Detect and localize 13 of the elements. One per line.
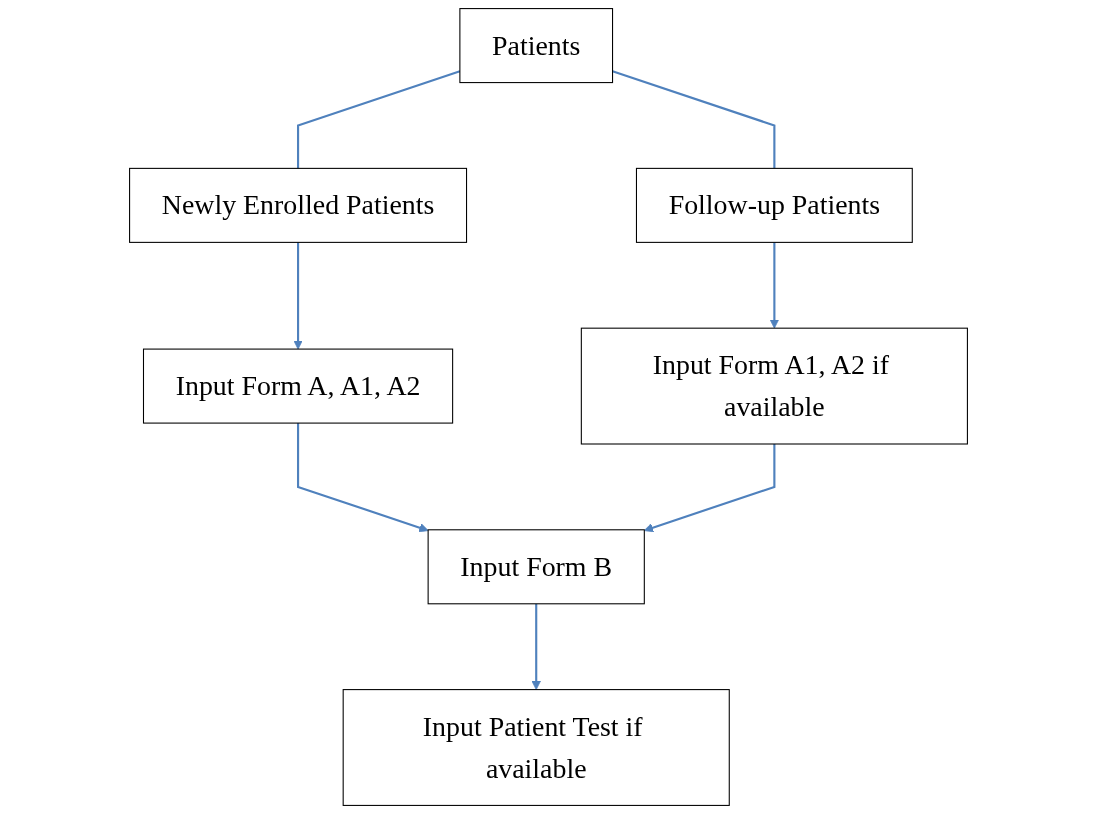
node-box: Follow-up Patients (635, 167, 913, 243)
node-box: Patients (459, 8, 614, 84)
node-box: Input Form A, A1, A2 (142, 348, 454, 424)
node-box: Input Patient Test if available (342, 689, 730, 806)
arrow (531, 603, 541, 690)
arrow (643, 444, 776, 533)
arrow (297, 423, 429, 533)
node-box: Newly Enrolled Patients (129, 167, 468, 243)
node-box: Input Form B (427, 529, 645, 605)
node-box: Input Form A1, A2 if available (580, 327, 968, 445)
arrow (293, 242, 303, 350)
connector (612, 70, 776, 169)
arrow (769, 242, 780, 329)
